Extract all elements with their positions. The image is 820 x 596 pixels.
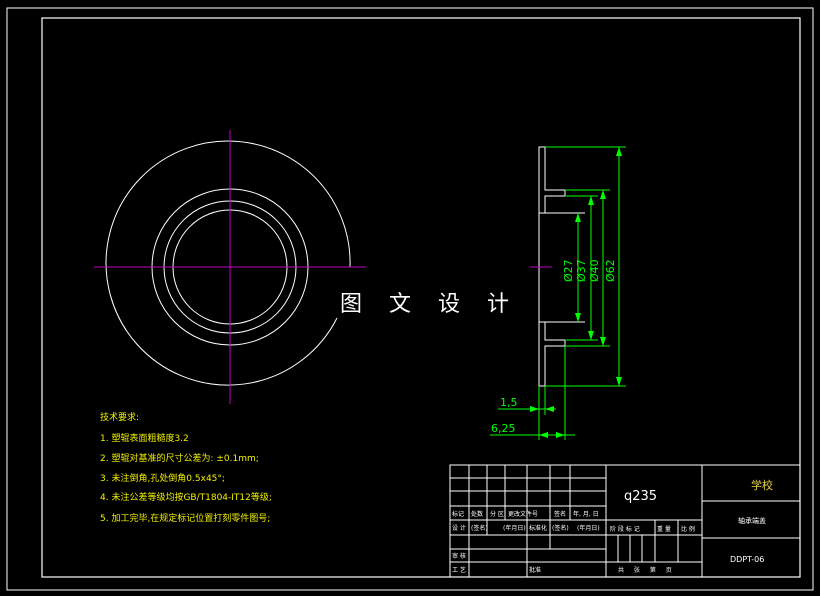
approve-label: 批准	[529, 566, 541, 574]
front-view	[94, 130, 366, 404]
arrow-37-bot	[588, 331, 594, 340]
design-label: 设 计	[452, 524, 466, 532]
part-name-text: 轴承端盖	[738, 516, 766, 525]
sheet-info: 共 张 第 页	[618, 566, 676, 574]
arrow-625-right	[556, 432, 565, 438]
dim-d62-label: Ø62	[604, 259, 617, 282]
rev-header-count: 处数	[471, 510, 483, 518]
watermark-title: 图 文 设 计	[340, 292, 519, 317]
notes-heading: 技术要求:	[100, 411, 139, 423]
note-item-1: 1. 塑辊表面粗糙度3.2	[100, 432, 189, 444]
standardize-label: 标准化	[529, 524, 547, 532]
arrow-40-bot	[600, 337, 606, 346]
arrow-62-bot	[616, 377, 622, 386]
material-text: q235	[624, 489, 657, 504]
dimension-arrows	[530, 147, 622, 438]
title-block-frame	[449, 464, 801, 578]
outer-border	[6, 7, 814, 591]
standardize-date: (年月日)	[577, 524, 600, 532]
arrow-62-top	[616, 147, 622, 156]
dim-d40-label: Ø40	[588, 259, 601, 282]
rev-header-sign: 签名	[554, 510, 566, 518]
rev-header-date: 年, 月, 日	[573, 510, 599, 518]
arrow-40-top	[600, 190, 606, 199]
section-profile	[538, 146, 566, 214]
dimension-texts: Ø27 Ø37 Ø40 Ø62 1,5 6,25	[491, 259, 617, 435]
rev-header-docno: 更改文件号	[508, 510, 538, 518]
arrow-625-left	[539, 432, 548, 438]
note-item-3: 3. 未注倒角,孔处倒角0.5x45°;	[100, 472, 225, 484]
school-text: 学校	[751, 478, 773, 492]
drawing-number-text: DDPT-06	[730, 555, 764, 564]
rev-header-zone: 分 区	[490, 510, 504, 518]
standardize-sign: (签名)	[552, 524, 569, 532]
outer-circle	[105, 140, 351, 386]
arrow-15-left	[530, 406, 539, 412]
title-block-texts: 标记 处数 分 区 更改文件号 签名 年, 月, 日 设 计 (签名) (年月日…	[452, 510, 695, 574]
scale-label: 比 例	[681, 525, 695, 533]
note-item-2: 2. 塑辊对基准的尺寸公差为: ±0.1mm;	[100, 452, 259, 464]
review-label: 审 核	[452, 552, 466, 560]
weight-label: 重 量	[657, 525, 671, 533]
design-date: (年月日)	[503, 524, 526, 532]
title-block	[449, 464, 801, 578]
dim-w625-label: 6,25	[491, 422, 516, 435]
dim-w15-label: 1,5	[500, 396, 518, 409]
dim-d27-label: Ø27	[562, 259, 575, 282]
rev-header-mark: 标记	[452, 510, 464, 518]
section-profile-lower	[538, 321, 566, 387]
design-sign: (签名)	[471, 524, 488, 532]
arrow-37-top	[588, 196, 594, 205]
inner-border	[41, 17, 801, 578]
dim-d37-label: Ø37	[575, 259, 588, 282]
technical-notes: 技术要求: 1. 塑辊表面粗糙度3.2 2. 塑辊对基准的尺寸公差为: ±0.1…	[100, 411, 272, 524]
arrow-15-right	[545, 406, 554, 412]
process-label: 工 艺	[452, 566, 466, 574]
note-item-4: 4. 未注公差等级均按GB/T1804-IT12等级;	[100, 491, 272, 503]
arrow-27-top	[575, 213, 581, 222]
stage-mark-label: 阶 段 标 记	[610, 525, 640, 533]
note-item-5: 5. 加工完毕,在规定标记位置打刻零件图号;	[100, 512, 270, 524]
arrow-27-bot	[575, 313, 581, 322]
